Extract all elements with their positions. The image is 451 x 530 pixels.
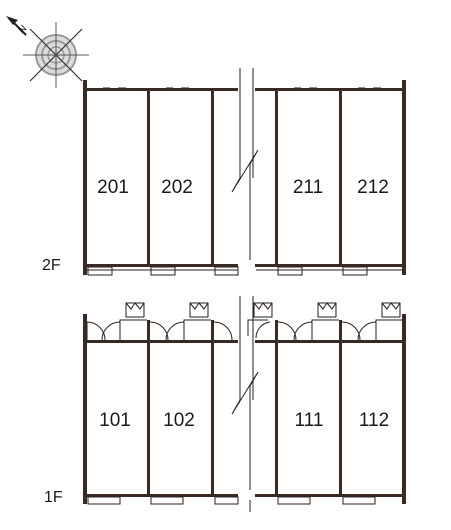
floor-1f: 101 102 111 112 1F: [44, 296, 406, 512]
unit-112: 112: [359, 410, 389, 431]
unit-102: 102: [163, 410, 195, 431]
compass-rose-icon: N: [6, 16, 89, 88]
unit-111: 111: [295, 410, 324, 431]
compass-north-label: N: [16, 23, 29, 36]
unit-101: 101: [99, 410, 131, 431]
floor-label-2f: 2F: [42, 257, 61, 274]
unit-202: 202: [161, 177, 193, 198]
floor-label-1f: 1F: [44, 489, 63, 506]
unit-211: 211: [293, 177, 323, 198]
unit-212: 212: [357, 177, 389, 198]
unit-201: 201: [97, 177, 129, 198]
floor-2f: 201 202 211 212 2F: [42, 68, 406, 276]
